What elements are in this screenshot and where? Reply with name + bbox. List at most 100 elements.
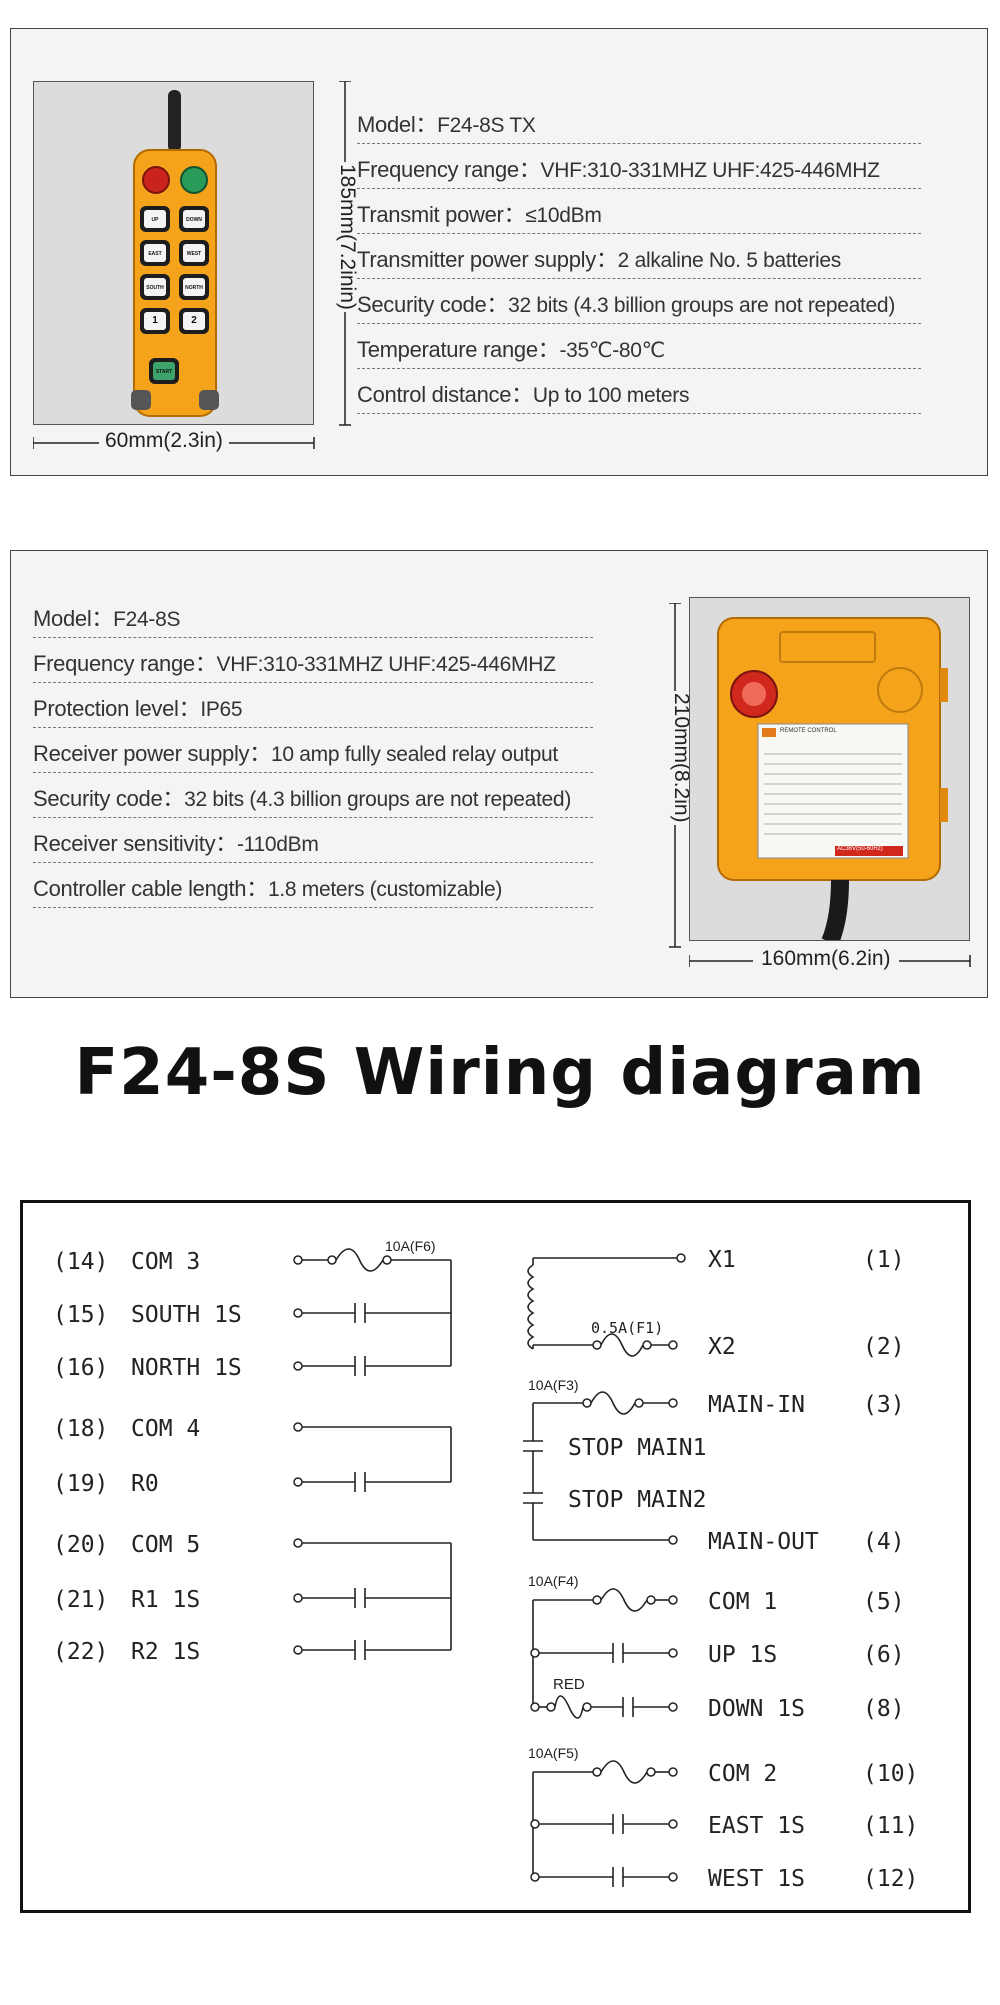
wiring-schematic: (14)COM 3(15)SOUTH 1S(16)NORTH 1S(18)COM… — [53, 1238, 918, 1892]
terminal-node — [530, 1819, 540, 1829]
left-terminal-name: COM 5 — [131, 1532, 200, 1558]
transmitter-spec-row: Frequency range：VHF:310-331MHZ UHF:425-4… — [357, 152, 921, 189]
right-terminal-name: MAIN-IN — [708, 1392, 805, 1418]
right-terminal-name: COM 2 — [708, 1761, 777, 1787]
fuse-symbol — [335, 1248, 384, 1272]
right-terminal-number: (6) — [863, 1642, 905, 1668]
receiver-spec-row: Frequency range：VHF:310-331MHZ UHF:425-4… — [33, 646, 593, 683]
terminal-node — [546, 1702, 556, 1712]
terminal-node — [293, 1361, 303, 1371]
terminal-node — [293, 1255, 303, 1265]
receiver-spec-label: Security code： — [33, 786, 185, 811]
right-terminal-number: (8) — [863, 1696, 905, 1722]
receiver-spec-row: Controller cable length：1.8 meters (cust… — [33, 871, 593, 908]
terminal-node — [668, 1595, 678, 1605]
terminal-node — [530, 1648, 540, 1658]
left-terminal-number: (20) — [53, 1532, 108, 1558]
left-terminal-name: COM 4 — [131, 1416, 200, 1442]
transmitter-spec-row: Model：F24-8S TX — [357, 107, 921, 144]
transmitter-illustration — [131, 90, 219, 417]
receiver-label-brand: REMOTE CONTROL — [780, 728, 837, 734]
transmitter-height-label: 185mm(7.2inin) — [335, 162, 359, 312]
receiver-spec-row: Security code：32 bits (4.3 billion group… — [33, 781, 593, 818]
terminal-node — [634, 1398, 644, 1408]
left-terminal-number: (22) — [53, 1639, 108, 1665]
fuse-symbol — [554, 1695, 584, 1719]
receiver-spec-label: Receiver power supply： — [33, 741, 271, 766]
terminal-node — [582, 1702, 592, 1712]
terminal-node — [293, 1422, 303, 1432]
left-terminal-number: (21) — [53, 1587, 108, 1613]
terminal-node — [646, 1767, 656, 1777]
terminal-node — [382, 1255, 392, 1265]
left-terminal-number: (19) — [53, 1471, 108, 1497]
transmitter-button-face — [144, 278, 166, 296]
terminal-node — [293, 1538, 303, 1548]
transmitter-spec-label: Model： — [357, 112, 438, 137]
receiver-spec-label: Frequency range： — [33, 651, 217, 676]
fuse-label-f4: 10A(F4) — [528, 1573, 579, 1589]
left-terminal-name: NORTH 1S — [131, 1355, 242, 1381]
receiver-width-label: 160mm(6.2in) — [753, 947, 899, 971]
receiver-spec-row: Protection level：IP65 — [33, 691, 593, 728]
right-terminal-name: X2 — [708, 1334, 736, 1360]
right-terminal-number: (11) — [863, 1813, 918, 1839]
wiring-diagram: (14)COM 3(15)SOUTH 1S(16)NORTH 1S(18)COM… — [20, 1200, 971, 1913]
left-terminal-name: R0 — [131, 1471, 159, 1497]
receiver-illustration — [717, 617, 948, 940]
transmitter-spec-value: ≤10dBm — [525, 204, 602, 227]
fuse-symbol — [600, 1760, 648, 1784]
fuse-label-f5: 10A(F5) — [528, 1745, 579, 1761]
receiver-spec-value: -110dBm — [236, 833, 319, 856]
transmitter-button-face — [183, 244, 205, 262]
right-terminal-number: (1) — [863, 1247, 905, 1273]
right-terminal-name: EAST 1S — [708, 1813, 805, 1839]
fuse-label-f6: 10A(F6) — [385, 1238, 436, 1254]
receiver-spec-row: Receiver sensitivity：-110dBm — [33, 826, 593, 863]
transmitter-button-face — [144, 312, 166, 330]
transmitter-button-label: START — [155, 369, 173, 375]
left-terminal-number: (14) — [53, 1249, 108, 1275]
terminal-node — [582, 1398, 592, 1408]
right-terminal-number: (12) — [863, 1866, 918, 1892]
terminal-node — [642, 1340, 652, 1350]
stop-main2-label: STOP MAIN2 — [568, 1487, 706, 1513]
right-terminal-number: (5) — [863, 1589, 905, 1615]
left-terminal-name: SOUTH 1S — [131, 1302, 242, 1328]
terminal-node — [293, 1645, 303, 1655]
receiver-spec-label: Model： — [33, 606, 114, 631]
right-terminal-number: (3) — [863, 1392, 905, 1418]
right-terminal-name: DOWN 1S — [708, 1696, 805, 1722]
right-terminal-name: UP 1S — [708, 1642, 777, 1668]
receiver-spec-label: Controller cable length： — [33, 876, 268, 901]
transmitter-button-label: 1 — [152, 315, 158, 326]
right-terminal-name: WEST 1S — [708, 1866, 805, 1892]
transmitter-button-face — [153, 362, 175, 380]
transmitter-button-face — [183, 312, 205, 330]
receiver-spec-value: IP65 — [200, 698, 243, 721]
terminal-node — [668, 1767, 678, 1777]
terminal-node — [530, 1872, 540, 1882]
terminal-node — [668, 1535, 678, 1545]
right-terminal-name: MAIN-OUT — [708, 1529, 819, 1555]
terminal-node — [592, 1595, 602, 1605]
terminal-node — [592, 1767, 602, 1777]
transmitter-spec-label: Temperature range： — [357, 337, 560, 362]
transmitter-button-label: DOWN — [186, 217, 202, 223]
left-terminal-name: COM 3 — [131, 1249, 200, 1275]
terminal-node — [668, 1819, 678, 1829]
receiver-spec-value: 32 bits (4.3 billion groups are not repe… — [184, 788, 572, 811]
left-terminal-number: (15) — [53, 1302, 108, 1328]
terminal-node — [327, 1255, 337, 1265]
fuse-symbol — [590, 1391, 636, 1415]
terminal-node — [530, 1702, 540, 1712]
left-terminal-number: (18) — [53, 1416, 108, 1442]
transformer-coil — [527, 1264, 535, 1350]
terminal-node — [668, 1398, 678, 1408]
terminal-node — [676, 1253, 686, 1263]
transmitter-spec-value: VHF:310-331MHZ UHF:425-446MHZ — [540, 159, 880, 182]
transmitter-spec-value: 2 alkaline No. 5 batteries — [617, 249, 842, 272]
